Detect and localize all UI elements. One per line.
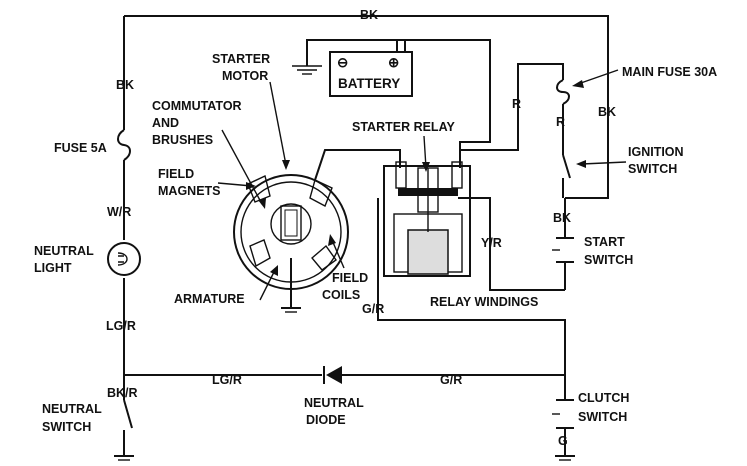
bk-top-label: BK: [360, 8, 378, 22]
neutral-switch-label-2: SWITCH: [42, 420, 91, 434]
main-fuse-label: MAIN FUSE 30A: [622, 65, 717, 79]
bk-start-label: BK: [553, 211, 571, 225]
main-fuse-symbol: [556, 79, 570, 105]
field-coils-label: FIELD: [332, 271, 368, 285]
battery-icon: [292, 51, 413, 97]
ignition-switch-label-2: SWITCH: [628, 162, 677, 176]
field-magnets-label-2: MAGNETS: [158, 184, 221, 198]
r-wire: [460, 63, 564, 151]
neutral-switch-icon: [114, 399, 134, 461]
fuse-5a-symbol: [117, 129, 131, 161]
battery-positive-icon: ⊕: [388, 55, 399, 70]
bk-left-label: BK: [116, 78, 134, 92]
g-r-relay-label: G/R: [362, 302, 384, 316]
fuse-5a-label: FUSE 5A: [54, 141, 107, 155]
clutch-switch-label: CLUTCH: [578, 391, 629, 405]
g-bottom-label: G: [558, 434, 568, 448]
y-r-label: Y/R: [481, 236, 502, 250]
field-coils-label-2: COILS: [322, 288, 360, 302]
battery-negative-icon: ⊖: [337, 55, 348, 70]
starter-motor-label-2: MOTOR: [222, 69, 268, 83]
g-r-relay-wire: [377, 198, 566, 375]
neutral-light-label: NEUTRAL: [34, 244, 94, 258]
clutch-switch-label-2: SWITCH: [578, 410, 627, 424]
relay-windings-label: RELAY WINDINGS: [430, 295, 538, 309]
leader-lines: [217, 69, 627, 301]
starter-relay-icon: [383, 161, 471, 277]
commutator-label-2: AND: [152, 116, 179, 130]
ignition-switch-label: IGNITION: [628, 145, 684, 159]
bk-r-label: BK/R: [107, 386, 138, 400]
neutral-diode-label: NEUTRAL: [304, 396, 364, 410]
relay-motor-wire: [314, 149, 401, 181]
armature-label: ARMATURE: [174, 292, 245, 306]
battery-pos-wire: [396, 39, 491, 168]
battery-label: BATTERY: [338, 76, 400, 91]
lg-r-bottom-label: LG/R: [212, 373, 242, 387]
bk-right-label: BK: [598, 105, 616, 119]
clutch-switch-icon: [552, 399, 575, 461]
start-switch-label-2: SWITCH: [584, 253, 633, 267]
neutral-light-label-2: LIGHT: [34, 261, 72, 275]
start-switch-icon: [552, 237, 574, 263]
neutral-light-icon: [107, 242, 141, 276]
top-bk-wire: [124, 15, 609, 199]
start-switch-label: START: [584, 235, 625, 249]
y-r-wire: [458, 197, 565, 291]
commutator-label: COMMUTATOR: [152, 99, 242, 113]
lg-r-left-label: LG/R: [106, 319, 136, 333]
r-left-label: R: [512, 97, 521, 111]
neutral-switch-label: NEUTRAL: [42, 402, 102, 416]
r-mid-label: R: [556, 115, 565, 129]
starter-motor-label: STARTER: [212, 52, 270, 66]
starter-motor-icon: [233, 174, 349, 313]
w-r-label: W/R: [107, 205, 131, 219]
neutral-diode-icon: [323, 366, 342, 384]
neutral-diode-label-2: DIODE: [306, 413, 346, 427]
wiring: [123, 15, 609, 456]
g-r-bottom-label: G/R: [440, 373, 462, 387]
field-magnets-label: FIELD: [158, 167, 194, 181]
commutator-label-3: BRUSHES: [152, 133, 213, 147]
ignition-switch-icon: [562, 154, 571, 179]
starter-relay-label: STARTER RELAY: [352, 120, 455, 134]
